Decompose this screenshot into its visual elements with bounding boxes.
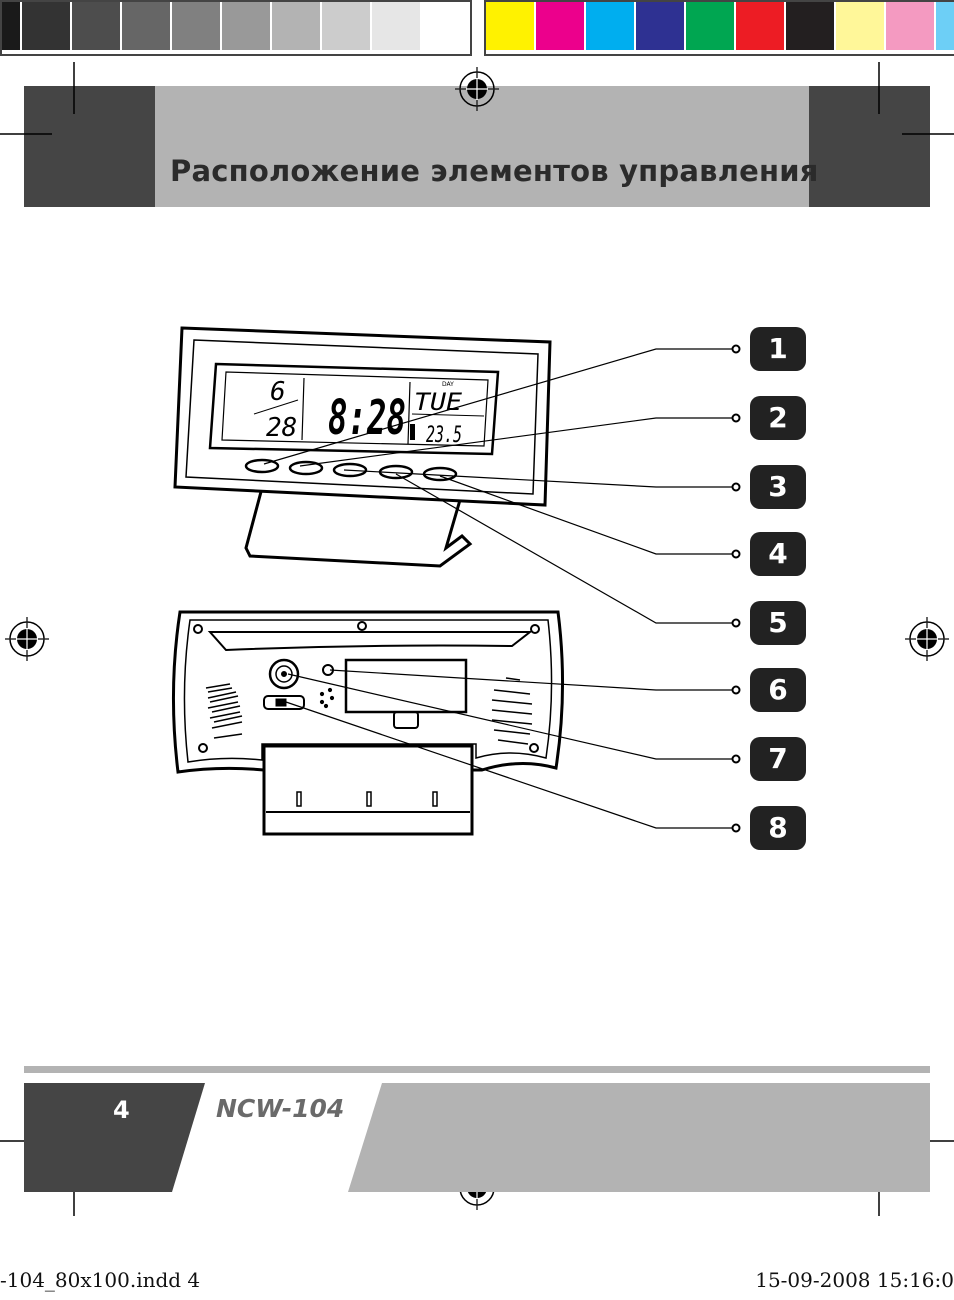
header-corner-left	[24, 86, 155, 207]
color-swatch	[372, 2, 422, 50]
page-number: 4	[113, 1096, 130, 1124]
color-swatch	[886, 2, 936, 50]
lcd-weekday: TUE	[414, 388, 463, 416]
leader-lines	[263, 344, 741, 833]
callout-8: 8	[750, 806, 806, 850]
color-swatch	[636, 2, 686, 50]
header-corner-right	[809, 86, 930, 207]
color-swatch	[172, 2, 222, 50]
clock-front-view	[173, 326, 552, 568]
slug-filename: -104_80x100.indd 4	[0, 1268, 201, 1292]
color-swatch	[836, 2, 886, 50]
registration-mark-left	[5, 617, 49, 661]
callout-4: 4	[750, 532, 806, 576]
process-color-bar	[484, 0, 954, 56]
color-swatch	[322, 2, 372, 50]
registration-mark-top	[455, 67, 499, 111]
color-swatch	[122, 2, 172, 50]
callout-7: 7	[750, 737, 806, 781]
gray-scale-bar	[0, 0, 472, 56]
callout-3: 3	[750, 465, 806, 509]
footer-band	[24, 1066, 930, 1192]
header-band	[155, 86, 809, 207]
page-title: Расположение элементов управления	[170, 154, 819, 188]
model-name: NCW-104	[216, 1094, 345, 1123]
callout-1: 1	[750, 327, 806, 371]
color-swatch	[486, 2, 536, 50]
lcd-temperature: 23.5	[426, 423, 462, 448]
color-swatch	[786, 2, 836, 50]
slug-datetime: 15-09-2008 15:16:0	[755, 1268, 954, 1292]
color-swatch	[936, 2, 954, 50]
callout-5: 5	[750, 601, 806, 645]
lcd-day: 28	[266, 413, 297, 443]
callout-2: 2	[750, 396, 806, 440]
clock-back-view	[171, 610, 565, 836]
lcd-month: 6	[270, 377, 286, 407]
color-swatch	[686, 2, 736, 50]
color-swatch	[222, 2, 272, 50]
color-swatch	[272, 2, 322, 50]
color-swatch	[422, 2, 470, 50]
color-swatch	[22, 2, 72, 50]
color-swatch	[586, 2, 636, 50]
color-swatch	[72, 2, 122, 50]
registration-mark-right	[905, 617, 949, 661]
lcd-day-label: DAY	[442, 381, 454, 388]
callout-6: 6	[750, 668, 806, 712]
lcd-time: 8:28	[328, 390, 406, 446]
color-swatch	[736, 2, 786, 50]
lcd-readout: 6 28 8:28 DAY TUE 23.5	[266, 377, 463, 448]
color-swatch	[2, 2, 22, 50]
color-swatch	[536, 2, 586, 50]
